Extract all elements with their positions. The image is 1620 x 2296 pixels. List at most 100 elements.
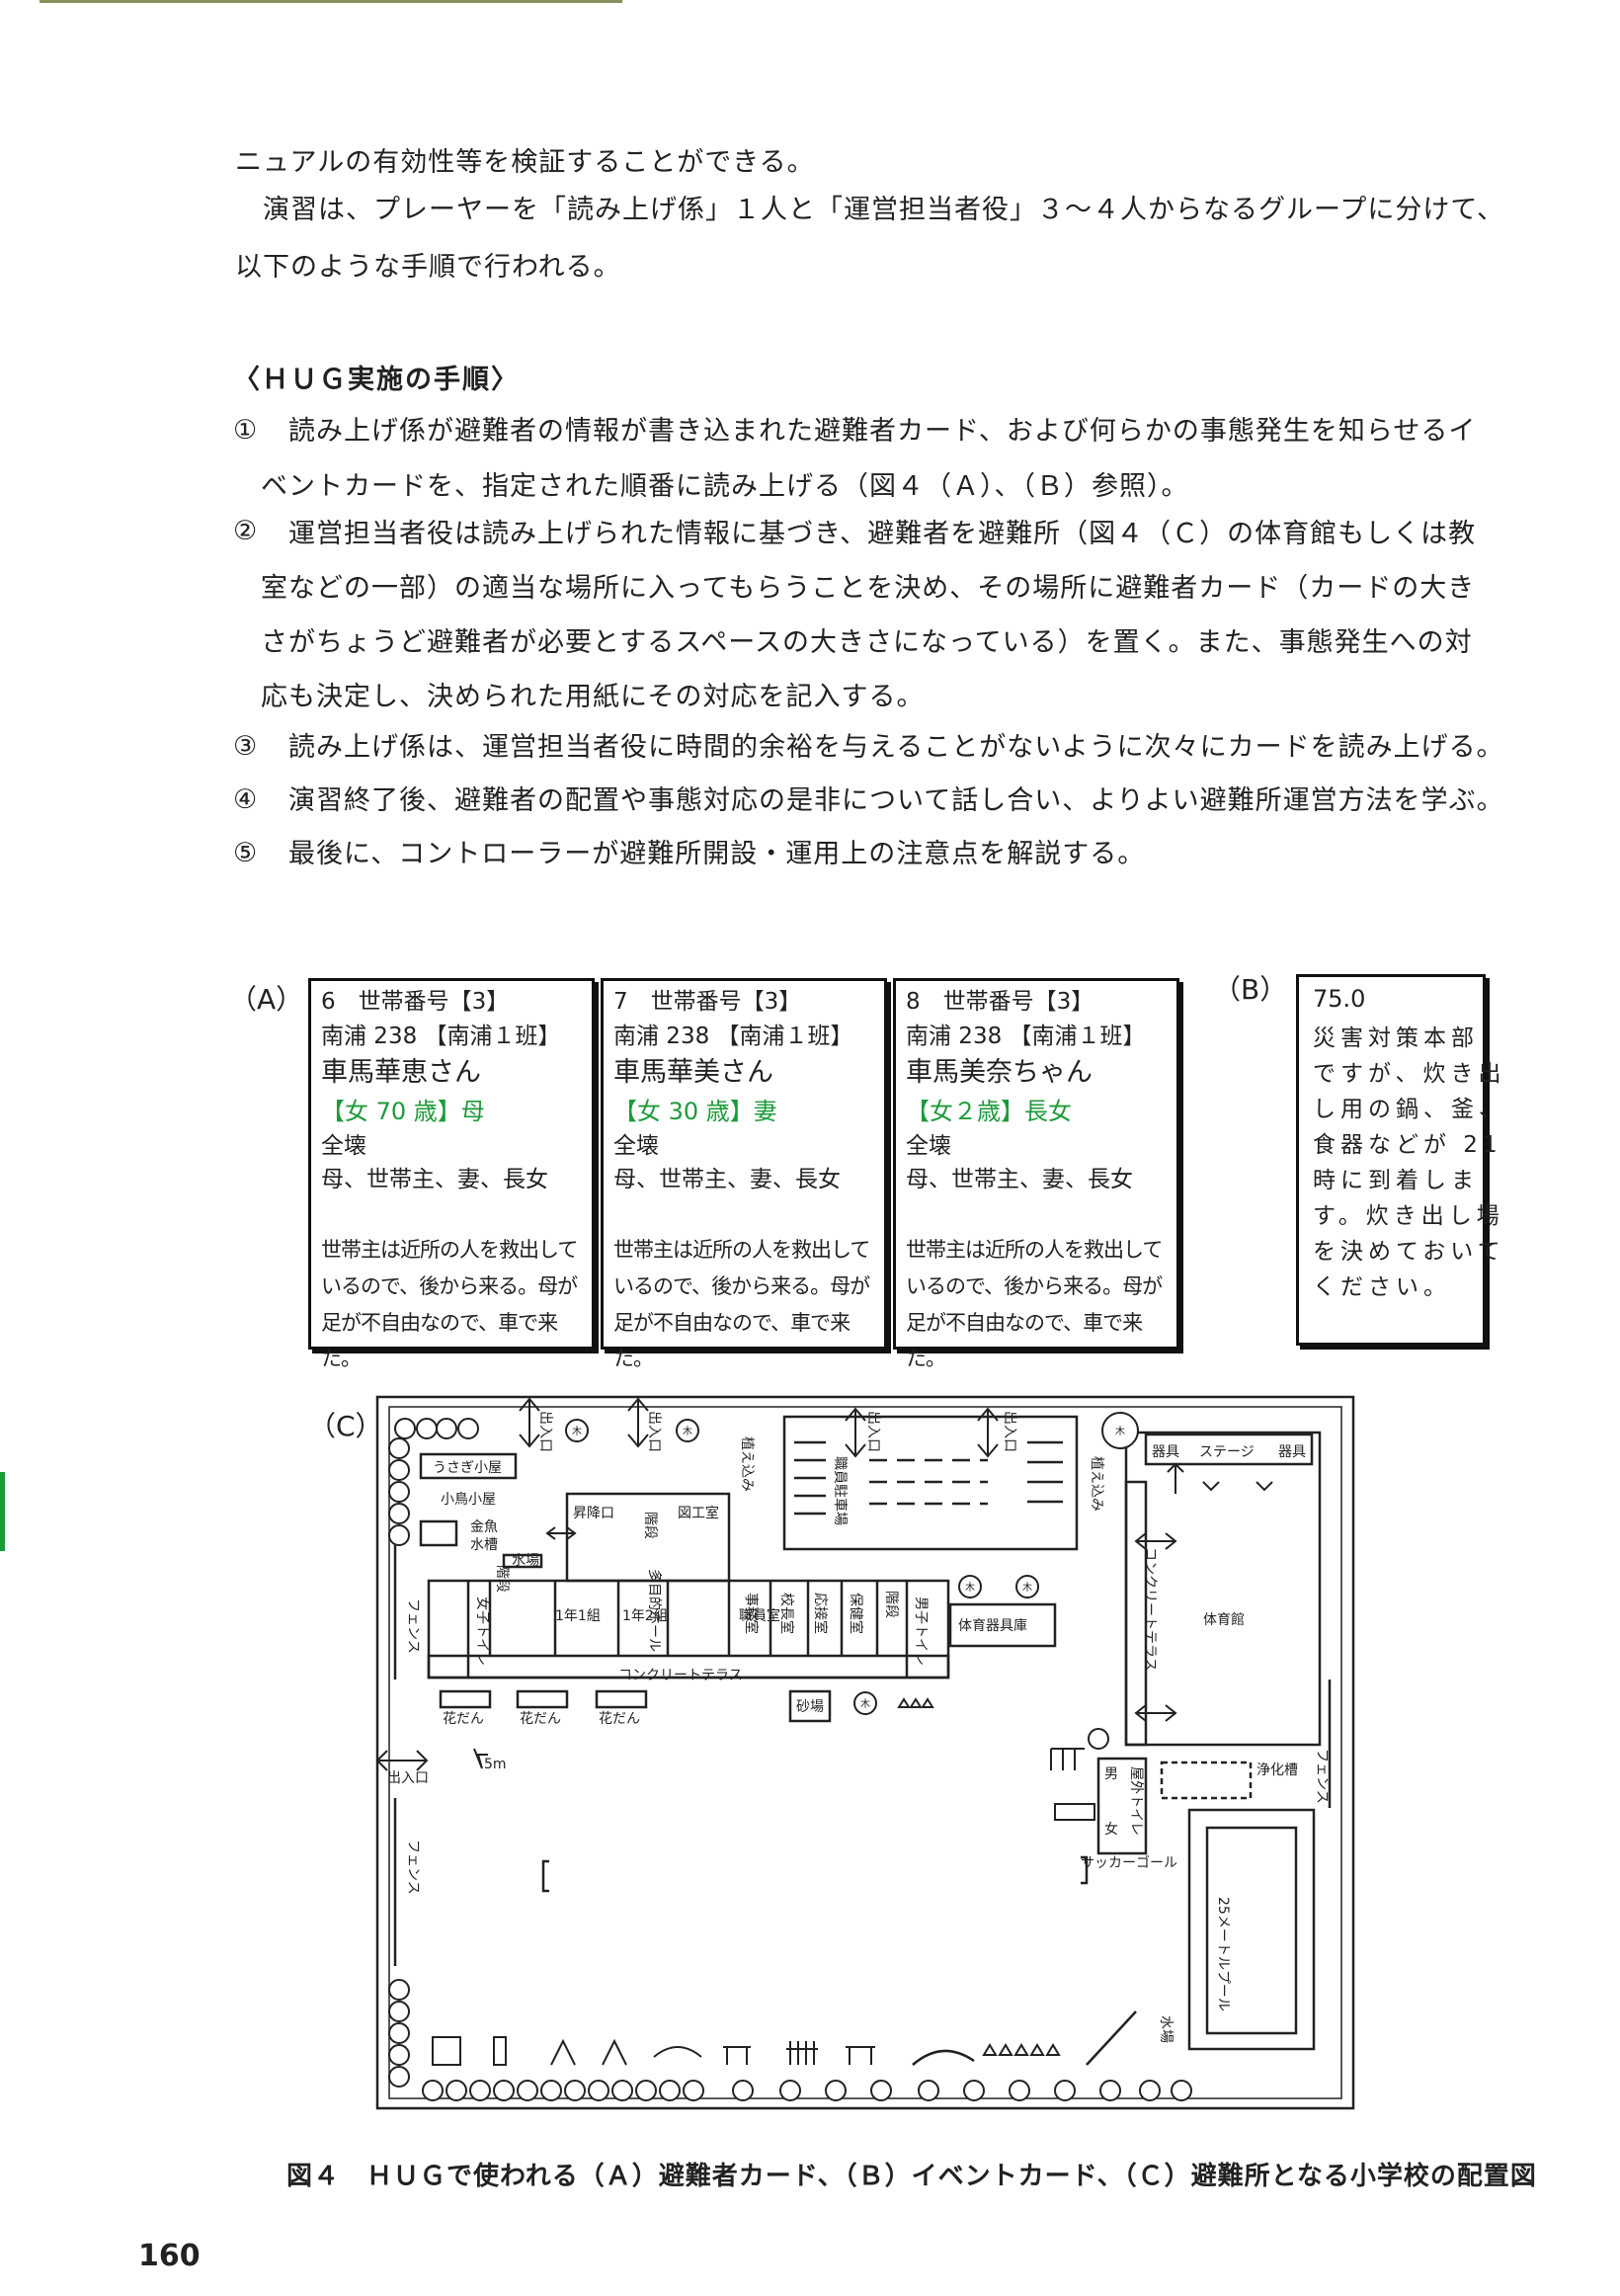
step-2-line: 室などの一部）の適当な場所に入ってもらうことを決め、その場所に避難者カード（カー… <box>261 573 1476 604</box>
card-area: 南浦 238 【南浦１班】 <box>906 1023 1146 1049</box>
evacuee-card: 6 世帯番号【3】 南浦 238 【南浦１班】 車馬華恵さん 【女 70 歳】母… <box>308 978 595 1370</box>
staff-room-label: 職員室 <box>739 1607 780 1624</box>
step-1-number: ① <box>233 415 258 446</box>
card-family: 母、世帯主、妻、長女 <box>613 1167 841 1192</box>
card-id: 7 世帯番号【3】 <box>613 989 802 1015</box>
step-4-line: 演習終了後、避難者の配置や事態対応の是非について話し合い、よりよい避難所運営方法… <box>288 785 1504 816</box>
stairs-label: 階段 <box>494 1565 510 1593</box>
step-1-line: ベントカードを、指定された順番に読み上げる（図４（Ａ）、（Ｂ）参照）。 <box>261 471 1189 502</box>
mizuba-label: 水場 <box>512 1553 539 1569</box>
equipment-bar <box>493 2036 507 2066</box>
sand-pit-label: 砂場 <box>796 1699 824 1715</box>
outdoor-toilet-label: 屋外トイレ <box>1128 1766 1144 1836</box>
flower-bed-2 <box>516 1689 569 1709</box>
office-label: 事務室 <box>743 1593 760 1634</box>
page-number: 160 <box>138 2239 201 2273</box>
septic-tank-label: 浄化槽 <box>1256 1763 1298 1778</box>
equipment-small-triangles <box>897 1697 934 1708</box>
female-label: 女 <box>1104 1821 1118 1838</box>
vertical-terrace-label: コンクリートテラス <box>1142 1547 1158 1672</box>
card-note: 足が不自由なので、車で来た。 <box>906 1310 1143 1371</box>
equipment-horizontal-bar <box>723 2046 751 2065</box>
step-5-line: 最後に、コントローラーが避難所開設・運用上の注意点を解説する。 <box>288 839 1146 869</box>
bird-hutch-label: 小鳥小屋 <box>441 1492 496 1508</box>
card-name: 車馬華恵さん <box>321 1057 481 1088</box>
step-3-number: ③ <box>233 731 258 762</box>
flower-bed-1 <box>439 1689 492 1709</box>
tree-icon: 木 <box>683 1426 692 1437</box>
equipment-swing <box>550 2038 627 2066</box>
fence-label: フェンス <box>405 1599 421 1654</box>
stairs-label: 階段 <box>883 1591 899 1618</box>
card-note: いるので、後から来る。母が <box>613 1273 870 1298</box>
stage-area <box>1144 1433 1314 1466</box>
class-1-1-label: 1年1組 <box>555 1608 601 1624</box>
flower-bed-label: 花だん <box>520 1711 561 1727</box>
figure-caption: 図４ ＨＵＧで使われる（Ａ）避難者カード、（Ｂ）イベントカード、（Ｃ）避難所とな… <box>286 2162 1537 2191</box>
goldfish-tank-label: 水槽 <box>470 1537 498 1553</box>
flower-bed-label: 花だん <box>443 1711 484 1727</box>
evacuee-card: 8 世帯番号【3】 南浦 238 【南浦１班】 車馬美奈ちゃん 【女２歳】長女 … <box>893 978 1179 1370</box>
gate-label: 出入口 <box>865 1411 881 1452</box>
margin-marker <box>0 1472 5 1551</box>
sand-pit <box>788 1689 832 1723</box>
rabbit-hutch-label: うさぎ小屋 <box>433 1460 502 1476</box>
card-note: 世帯主は近所の人を救出して <box>613 1238 870 1262</box>
septic-tank <box>1160 1761 1253 1800</box>
card-area: 南浦 238 【南浦１班】 <box>321 1023 561 1049</box>
card-note: いるので、後から来る。母が <box>906 1273 1163 1298</box>
equipment-jungle <box>846 2046 875 2065</box>
card-name: 車馬美奈ちゃん <box>906 1057 1093 1088</box>
figure-label-c: （C） <box>308 1410 383 1442</box>
school-main-block <box>427 1579 950 1680</box>
card-damage: 全壊 <box>613 1132 659 1159</box>
goldfish-label: 金魚 <box>470 1519 498 1535</box>
fence-label: フェンス <box>1314 1749 1330 1804</box>
figure-label-b: （B） <box>1213 973 1288 1006</box>
art-room-label: 図工室 <box>678 1505 719 1521</box>
scale-label: 5m <box>484 1757 507 1772</box>
planting-label: 植え込み <box>1089 1456 1104 1512</box>
pool-label: 25メートルプール <box>1215 1897 1231 2011</box>
card-id: 6 世帯番号【3】 <box>321 989 510 1015</box>
outdoor-toilet <box>1096 1757 1148 1855</box>
gym-label: 体育館 <box>1203 1611 1245 1628</box>
rabbit-hutch-box <box>419 1452 518 1480</box>
step-2-number: ② <box>233 516 258 546</box>
event-card-value: 75.0 <box>1313 985 1366 1013</box>
multipurpose-hall-label: 多目的ホール <box>646 1569 663 1652</box>
site-boundary-inner <box>388 1406 1342 2099</box>
upper-wing <box>565 1492 731 1583</box>
evacuee-card: 7 世帯番号【3】 南浦 238 【南浦１班】 車馬華美さん 【女 30 歳】妻… <box>601 978 887 1370</box>
card-note: 世帯主は近所の人を救出して <box>321 1238 578 1262</box>
stage-label: ステージ <box>1199 1444 1255 1460</box>
card-family: 母、世帯主、妻、長女 <box>321 1167 548 1192</box>
step-4-number: ④ <box>233 784 258 815</box>
card-name: 車馬華美さん <box>613 1057 773 1088</box>
equipment-bridge <box>653 2046 702 2058</box>
body-line-1: ニュアルの有効性等を検証することができる。 <box>235 147 815 178</box>
procedure-heading: 〈ＨＵＧ実施の手順〉 <box>233 365 520 395</box>
tree-icon: 木 <box>965 1582 975 1594</box>
equipment-climbing <box>432 2036 461 2066</box>
card-family: 母、世帯主、妻、長女 <box>906 1167 1133 1192</box>
gate-label: 出入口 <box>387 1770 429 1786</box>
principal-room-label: 校長室 <box>778 1593 795 1634</box>
vertical-terrace <box>1124 1480 1148 1747</box>
card-damage: 全壊 <box>321 1132 366 1159</box>
stairs-label: 階段 <box>642 1512 658 1539</box>
card-damage: 全壊 <box>906 1132 951 1159</box>
reception-room-label: 応接室 <box>812 1593 829 1634</box>
step-5-number: ⑤ <box>233 838 258 868</box>
step-2-line: 運営担当者役は読み上げられた情報に基づき、避難者を避難所（図４（Ｃ）の体育館もし… <box>288 519 1477 549</box>
staff-parking-label: 職員駐車場 <box>832 1456 849 1525</box>
soccer-goal-label: サッカーゴール <box>1081 1854 1177 1871</box>
tree-icon: 木 <box>1115 1426 1125 1437</box>
class-1-2-label: 1年2組 <box>622 1608 668 1624</box>
header-rule <box>40 0 622 3</box>
pe-storage <box>948 1602 1057 1648</box>
step-2-line: さがちょうど避難者が必要とするスペースの大きさになっている）を置く。また、事態発… <box>261 627 1473 658</box>
gate-label: 出入口 <box>1002 1411 1017 1452</box>
body-line-2: 演習は、プレーヤーを「読み上げ係」１人と「運営担当者役」３～４人からなるグループ… <box>235 195 1505 225</box>
